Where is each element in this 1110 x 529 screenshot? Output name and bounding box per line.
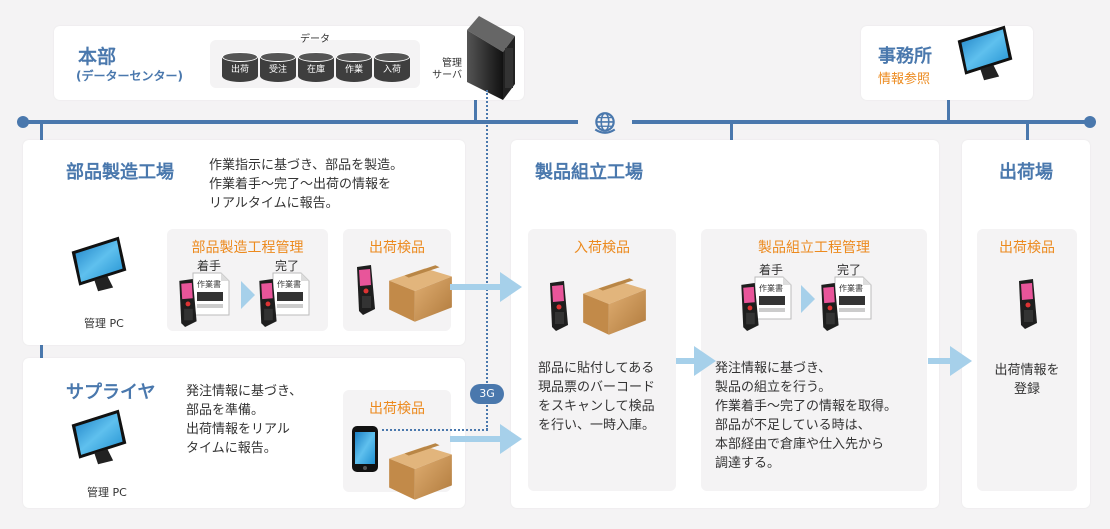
shipping-panel: 出荷検品 出荷情報を 登録	[977, 229, 1077, 491]
internet-globe-icon	[592, 110, 618, 136]
3g-dotted-link-horizontal	[382, 429, 488, 431]
cardboard-box-icon	[384, 440, 456, 502]
cardboard-box-icon	[384, 262, 456, 324]
supplier-title: サプライヤ	[66, 382, 156, 403]
supplier-pc-label: 管理 PC	[87, 486, 127, 499]
office-subtitle: 情報参照	[878, 72, 931, 87]
database-icon: 出荷	[222, 52, 258, 82]
parts-factory-title: 部品製造工場	[66, 162, 174, 183]
handheld-scanner-icon	[817, 283, 841, 331]
end-label: 完了	[837, 263, 862, 277]
connector-office	[947, 100, 950, 122]
3g-badge: 3G	[470, 384, 504, 404]
receiving-title: 入荷検品	[574, 240, 630, 256]
3g-dotted-link	[486, 90, 488, 430]
handheld-scanner-icon	[353, 265, 377, 315]
receiving-description: 部品に貼付してある 現品票のバーコード をスキャンして検品 を行い、一時入庫。	[538, 361, 656, 433]
cardboard-box-icon	[578, 275, 650, 337]
handheld-scanner-icon	[737, 283, 761, 331]
headquarters-title: 本部	[78, 46, 117, 68]
parts-process-panel: 部品製造工程管理 着手 完了	[167, 229, 328, 331]
server-icon	[467, 16, 515, 100]
handheld-scanner-icon	[255, 279, 279, 327]
assembly-factory-card: 製品組立工場 入荷検品 部品に貼付してある 現品票のバーコード をスキャンして検…	[511, 140, 939, 508]
assembly-factory-title: 製品組立工場	[535, 162, 643, 183]
progress-arrow-icon	[801, 285, 815, 313]
supplier-pc-icon	[66, 406, 132, 466]
network-endpoint-right	[1084, 116, 1096, 128]
office-pc-icon	[952, 22, 1018, 82]
connector-shipping	[1026, 122, 1029, 146]
parts-factory-description: 作業指示に基づき、部品を製造。 作業着手〜完了〜出荷の情報を リアルタイムに報告…	[209, 158, 404, 211]
assembly-process-title: 製品組立工程管理	[758, 240, 870, 256]
shipping-card: 出荷場 出荷検品 出荷情報を 登録	[962, 140, 1090, 508]
connector-server	[474, 85, 477, 122]
server-label: 管理 サーバ	[432, 58, 462, 81]
shipping-title: 出荷場	[999, 162, 1053, 183]
office-title: 事務所	[878, 46, 932, 67]
handheld-scanner-icon	[546, 281, 570, 331]
headquarters-card: 本部 (データーセンター) データ 出荷 受注 在庫 作業 入荷 管理 サーバ	[54, 26, 524, 100]
supplier-inspection-title: 出荷検品	[369, 401, 425, 417]
start-label: 着手	[197, 259, 222, 273]
parts-factory-card: 部品製造工場 作業指示に基づき、部品を製造。 作業着手〜完了〜出荷の情報を リア…	[23, 140, 465, 345]
supplier-description: 発注情報に基づき、 部品を準備。 出荷情報をリアル タイムに報告。	[186, 384, 303, 456]
data-label: データ	[300, 34, 330, 45]
progress-arrow-icon	[241, 281, 255, 309]
start-label: 着手	[759, 263, 784, 277]
network-backbone-left	[23, 120, 578, 124]
handheld-scanner-icon	[175, 279, 199, 327]
database-icon: 入荷	[374, 52, 410, 82]
parts-pc-label: 管理 PC	[84, 317, 124, 330]
assembly-process-description: 発注情報に基づき、 製品の組立を行う。 作業着手〜完了の情報を取得。 部品が不足…	[715, 361, 898, 471]
database-icon: 作業	[336, 52, 372, 82]
shipping-description: 出荷情報を 登録	[994, 363, 1060, 397]
headquarters-subtitle: (データーセンター)	[76, 69, 183, 83]
parts-inspection-title: 出荷検品	[369, 240, 425, 256]
smartphone-icon	[350, 424, 380, 474]
database-icon: 受注	[260, 52, 296, 82]
receiving-panel: 入荷検品 部品に貼付してある 現品票のバーコード をスキャンして検品 を行い、一…	[528, 229, 676, 491]
connector-assembly	[730, 122, 733, 148]
database-icon: 在庫	[298, 52, 334, 82]
parts-process-title: 部品製造工程管理	[191, 240, 304, 256]
parts-pc-icon	[66, 233, 132, 293]
network-backbone-right	[632, 120, 1092, 124]
shipping-panel-title: 出荷検品	[999, 240, 1055, 256]
handheld-scanner-icon	[1015, 279, 1039, 329]
end-label: 完了	[275, 259, 300, 273]
assembly-process-panel: 製品組立工程管理 着手 完了 発注情報に基づき、 製品の組立を行う。 作業着手〜…	[701, 229, 927, 491]
